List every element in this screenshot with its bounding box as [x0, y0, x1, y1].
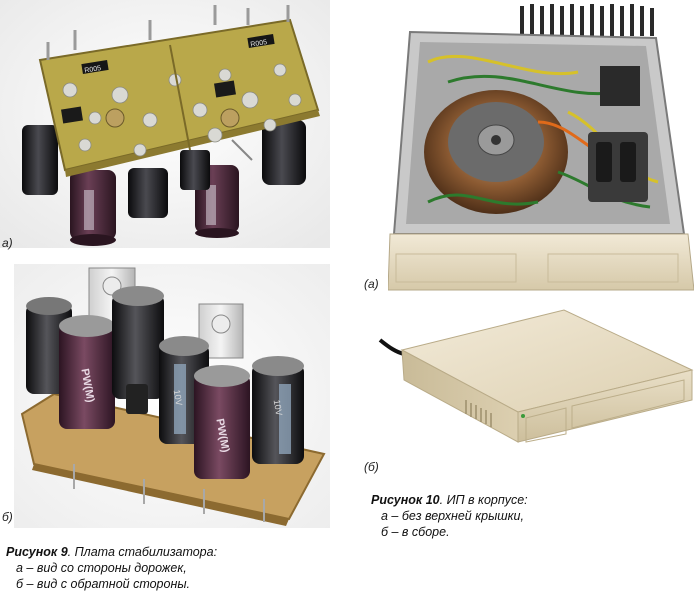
figure10-caption-line-1: а – без верхней крышки,	[381, 509, 524, 523]
board-marking: R005	[250, 39, 268, 49]
front-panel	[388, 233, 694, 291]
figure9-caption-title: Рисунок 9	[6, 545, 68, 559]
board-marking: R005	[84, 65, 102, 75]
capacitor-marking: 10V	[272, 399, 285, 417]
toroidal-transformer	[424, 90, 568, 214]
figure9-caption-line-1: а – вид со стороны дорожек,	[16, 561, 187, 575]
figure10-label-a: (а)	[364, 277, 379, 291]
photo-psu-assembled	[376, 300, 698, 450]
figure10-caption-title: Рисунок 10	[371, 493, 440, 507]
figure10-caption: Рисунок 10. ИП в корпусе: а – без верхне…	[371, 492, 691, 540]
power-led-icon	[521, 414, 525, 418]
capacitor-marking: PW(M)	[213, 418, 231, 454]
component-leads	[46, 5, 290, 60]
figure10-label-b: (б)	[364, 460, 379, 474]
capacitor	[22, 120, 306, 246]
photo-board-top: R005 R005	[0, 0, 330, 248]
figure9-label-a: а)	[2, 236, 13, 250]
figure10-caption-line-2: б – в сборе.	[381, 525, 450, 539]
capacitor	[26, 286, 304, 479]
figure9-label-b: б)	[2, 510, 13, 524]
figure9-caption-line-2: б – вид с обратной стороны.	[16, 577, 190, 591]
figure9-caption-text: . Плата стабилизатора:	[67, 545, 218, 559]
heatsink-fins	[520, 4, 654, 36]
capacitor-marking: PW(M)	[78, 368, 96, 404]
figure9-caption: Рисунок 9. Плата стабилизатора: а – вид …	[6, 544, 336, 592]
capacitor-marking: 10V	[172, 389, 185, 407]
pcb-trace-side: R005 R005	[38, 18, 320, 177]
photo-psu-open	[388, 2, 694, 292]
figure10-caption-text: . ИП в корпусе:	[439, 493, 528, 507]
photo-board-bottom: PW(M) PW(M) 10V 10V	[14, 264, 330, 528]
